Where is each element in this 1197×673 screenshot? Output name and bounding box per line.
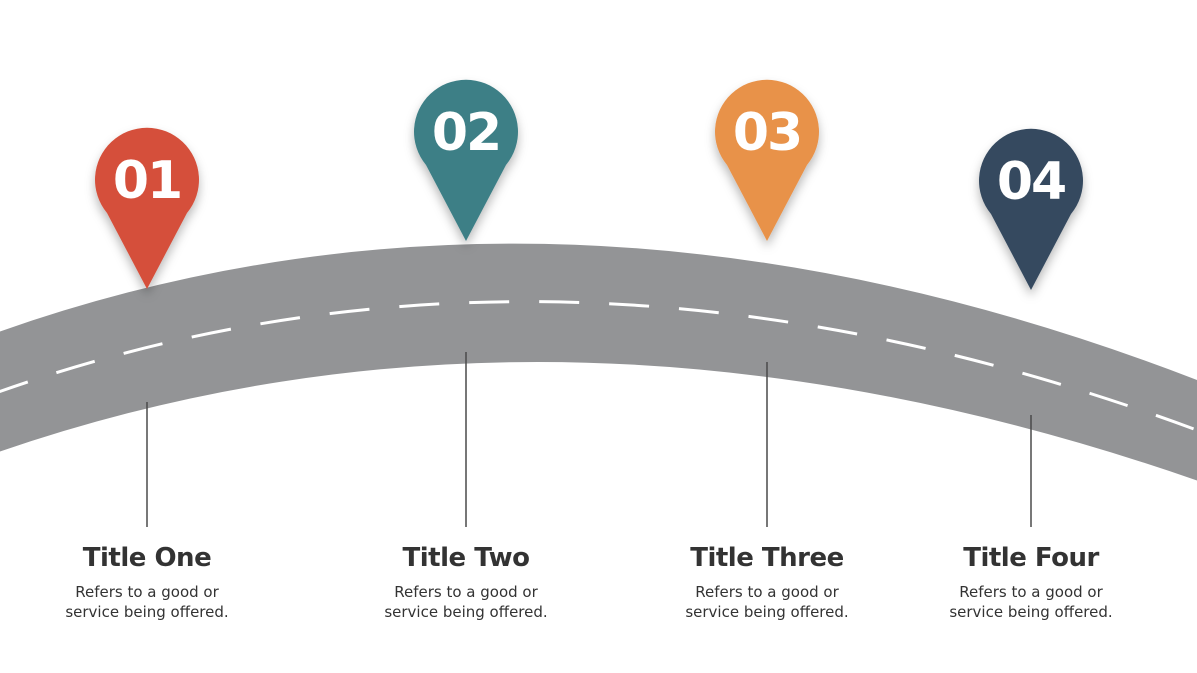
step-4: Title Four Refers to a good or service b… xyxy=(911,542,1151,622)
step-description: Refers to a good or service being offere… xyxy=(949,583,1113,621)
step-title: Title Four xyxy=(963,543,1099,573)
map-pin-3: 03 xyxy=(715,79,819,242)
step-1: Title One Refers to a good or service be… xyxy=(27,542,267,622)
pin-number-2: 02 xyxy=(432,103,500,163)
map-pin-4: 04 xyxy=(979,128,1083,290)
step-title: Title Three xyxy=(690,543,844,573)
step-description: Refers to a good or service being offere… xyxy=(384,583,548,621)
map-pin-1: 01 xyxy=(95,127,199,289)
step-description: Refers to a good or service being offere… xyxy=(685,583,849,621)
step-title: Title One xyxy=(82,543,212,573)
pin-number-4: 04 xyxy=(997,152,1065,212)
step-3: Title Three Refers to a good or service … xyxy=(647,542,887,622)
pin-number-1: 01 xyxy=(113,151,181,211)
step-title: Title Two xyxy=(402,543,530,573)
pin-number-3: 03 xyxy=(733,103,801,163)
road-center-line xyxy=(0,300,1197,432)
map-pin-2: 02 xyxy=(414,79,518,241)
step-description: Refers to a good or service being offere… xyxy=(65,583,229,621)
step-2: Title Two Refers to a good or service be… xyxy=(346,542,586,622)
road xyxy=(0,243,1197,481)
